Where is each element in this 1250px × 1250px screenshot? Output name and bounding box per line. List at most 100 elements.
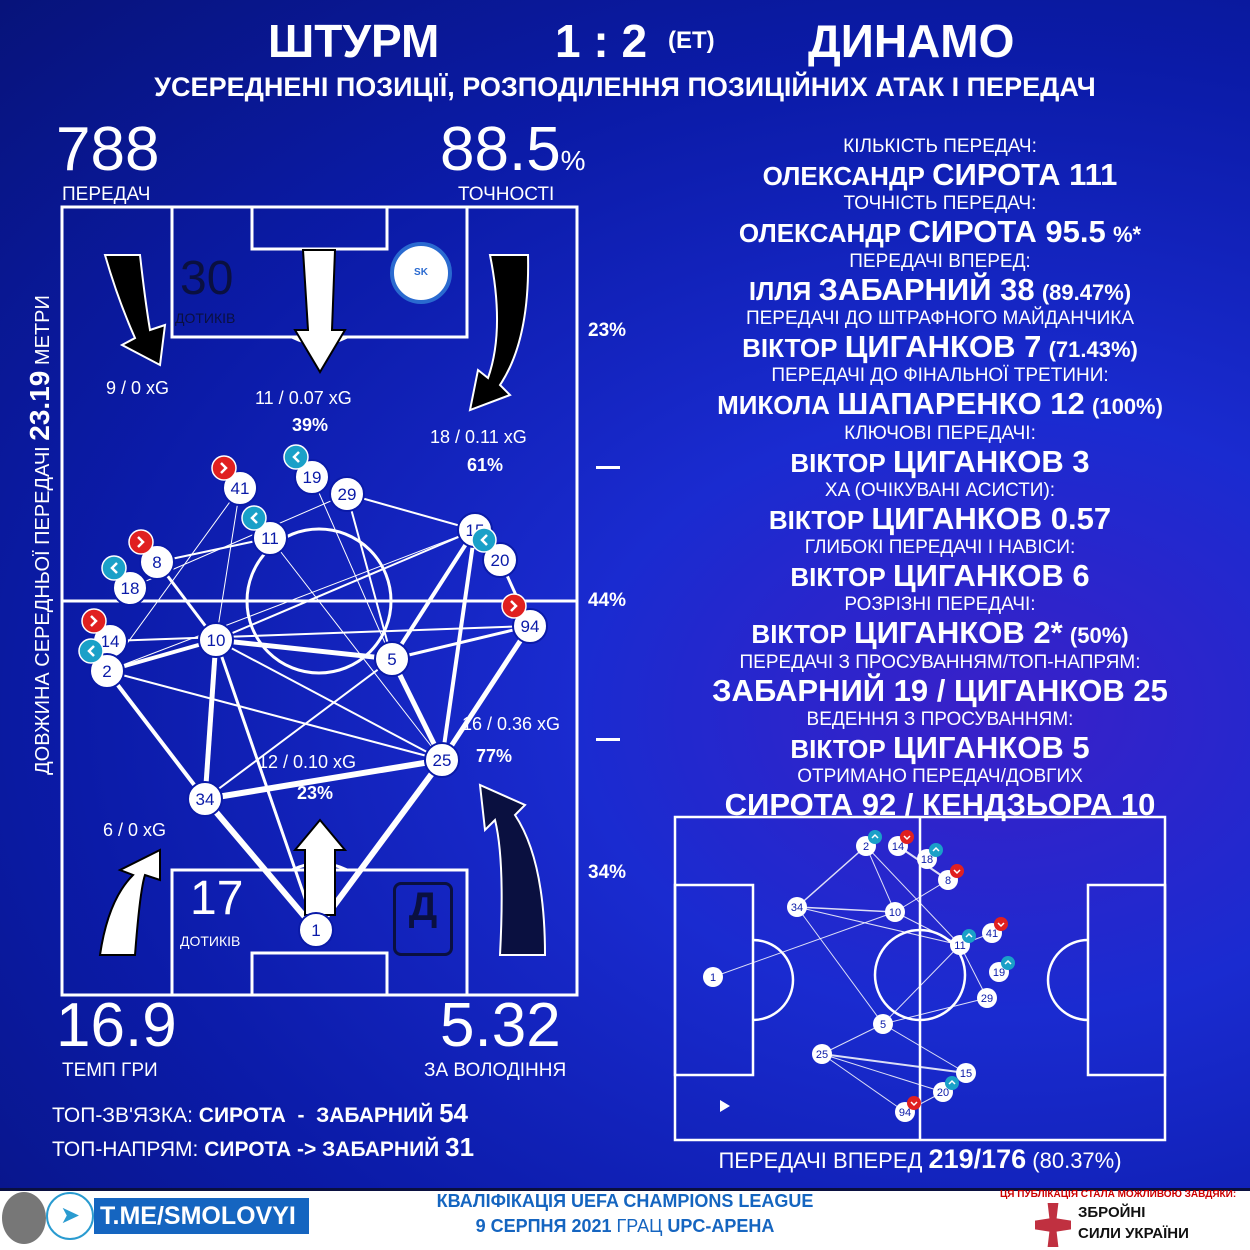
player-node[interactable]: 2 (78, 638, 125, 689)
sub-off-icon (900, 830, 914, 844)
player-node[interactable]: 1 (298, 912, 334, 948)
stat-label: ПЕРЕДАЧІ ВПЕРЕД: (849, 250, 1031, 272)
player-node[interactable]: 18 (101, 555, 148, 606)
player-number: 29 (981, 993, 993, 1005)
player-node[interactable]: 10 (885, 902, 905, 922)
player-node[interactable]: 1 (703, 967, 723, 987)
match-header: ШТУРМ 1 : 2 (ET) ДИНАМО (0, 16, 1250, 66)
pass-link (202, 639, 219, 800)
forward-value: 219/176 (928, 1144, 1027, 1174)
player-node[interactable]: 25 (424, 742, 460, 778)
top-dir-count: 31 (445, 1132, 475, 1162)
passes-count: 788 (56, 115, 160, 184)
zone-pct-bottom: 34% (588, 862, 627, 883)
telegram-icon[interactable]: ➤ (46, 1192, 94, 1240)
shot-zone-pct: 61% (467, 455, 504, 475)
shot-zone-label: 12 / 0.10 xG (258, 752, 357, 772)
pass-link (215, 637, 393, 662)
stat-label: XA (ОЧІКУВАНІ АСИСТИ): (824, 479, 1056, 501)
channel-link[interactable]: T.ME/SMOLOVYI (94, 1198, 309, 1234)
zone-pct-mid: 44% (588, 590, 627, 611)
forward-pct: (80.37%) (1032, 1148, 1122, 1173)
stat-label: ВЕДЕННЯ З ПРОСУВАННЯМ: (806, 709, 1074, 730)
player-number: 11 (954, 940, 965, 952)
player-node[interactable]: 20 (471, 527, 518, 578)
pass-link (106, 529, 476, 672)
stat-player-value: ЦИГАНКОВ 3 (892, 443, 1090, 479)
accuracy-label: ТОЧНОСТІ (458, 184, 555, 205)
pass-link (439, 624, 533, 762)
pass-link (106, 670, 443, 761)
stat-player-value: ЦИГАНКОВ 2* (853, 615, 1063, 651)
player-number: 94 (521, 617, 540, 636)
player-node[interactable]: 11 (950, 929, 976, 955)
player-node[interactable]: 14 (888, 830, 914, 856)
player-node[interactable]: 15 (956, 1063, 976, 1083)
stat-label: ПЕРЕДАЧІ ДО ФІНАЛЬНОЇ ТРЕТИНИ: (771, 365, 1109, 387)
player-node[interactable]: 11 (241, 505, 288, 556)
player-node[interactable]: 5 (374, 641, 410, 677)
away-team: ДИНАМО (808, 15, 1015, 67)
player-number: 18 (121, 579, 140, 598)
player-number: 10 (207, 631, 226, 650)
player-node[interactable]: 29 (329, 476, 365, 512)
sub-off-icon (907, 1096, 921, 1110)
sub-off-icon (994, 917, 1008, 931)
tempo-label: ТЕМП ГРИ (62, 1060, 158, 1081)
stat-player-value: ШАПАРЕНКО 12 (837, 386, 1085, 422)
shot-zone-label: 16 / 0.36 xG (462, 714, 561, 734)
pass-link (796, 906, 884, 1025)
player-number: 29 (338, 485, 357, 504)
arrow-right-bottom (478, 783, 547, 956)
player-node[interactable]: 41 (211, 455, 258, 506)
stat-first-name: ВІКТОР (768, 504, 865, 535)
pass-link (215, 487, 241, 641)
top-link: ТОП-ЗВ'ЯЗКА: СИРОТА - ЗАБАРНИЙ 54 (52, 1098, 468, 1131)
player-number: 19 (303, 468, 322, 487)
direction-arrow-icon (720, 1100, 730, 1112)
player-node[interactable]: 94 (501, 593, 548, 644)
player-node[interactable]: 8 (938, 864, 964, 890)
player-node[interactable]: 20 (933, 1076, 959, 1102)
sub-on-icon (945, 1076, 959, 1090)
top-dir-players: СИРОТА -> ЗАБАРНИЙ (204, 1138, 440, 1161)
touches-top-label: ДОТИКІВ (175, 310, 236, 326)
top-link-players: СИРОТА - ЗАБАРНИЙ (198, 1104, 434, 1127)
player-node[interactable]: 19 (283, 444, 330, 495)
pass-link (712, 911, 896, 978)
player-number: 18 (921, 854, 933, 866)
player-number: 1 (710, 972, 716, 984)
stat-label: ОТРИМАНО ПЕРЕДАЧ/ДОВГИХ (797, 766, 1083, 788)
pass-link (106, 638, 217, 673)
pass-link (821, 1023, 884, 1055)
player-number: 5 (387, 650, 396, 669)
sponsor-line-1: ЗБРОЙНІ (1078, 1204, 1146, 1221)
player-node[interactable]: 41 (982, 917, 1008, 943)
stat-first-name: ІЛЛЯ (748, 275, 812, 306)
player-node[interactable]: 34 (187, 781, 223, 817)
pass-link (311, 476, 393, 660)
player-node[interactable]: 19 (989, 956, 1015, 982)
player-node[interactable]: 94 (895, 1096, 921, 1122)
player-number: 34 (791, 902, 803, 914)
player-node[interactable]: 25 (812, 1044, 832, 1064)
top-dir-label: ТОП-НАПРЯМ: (52, 1138, 199, 1161)
player-node[interactable]: 10 (198, 622, 234, 658)
pass-link (390, 528, 477, 661)
forward-passes: ПЕРЕДАЧІ ВПЕРЕД 219/176 (80.37%) (640, 1143, 1200, 1177)
dynamo-logo: Д (393, 882, 453, 956)
player-node[interactable]: 5 (873, 1014, 893, 1034)
pass-link (821, 1053, 906, 1113)
player-node[interactable]: 29 (977, 988, 997, 1008)
player-node[interactable]: 34 (787, 897, 807, 917)
player-node[interactable]: 18 (917, 843, 943, 869)
pass-link (882, 997, 988, 1025)
shot-zone-pct: 77% (476, 746, 513, 766)
pass-link (821, 1053, 944, 1093)
player-number: 8 (152, 553, 161, 572)
match-venue: UPC-АРЕНА (667, 1216, 775, 1236)
player-node[interactable]: 8 (128, 529, 175, 580)
pass-link (204, 757, 443, 802)
player-node[interactable]: 2 (856, 830, 882, 856)
